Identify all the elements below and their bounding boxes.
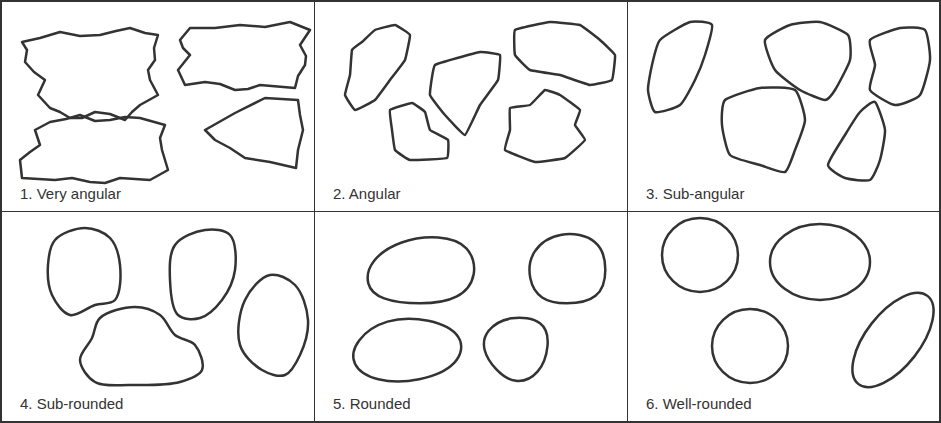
grain-outline (648, 21, 712, 112)
grain-outline (178, 22, 310, 90)
grain-group (20, 21, 930, 385)
grain-outline (712, 309, 788, 383)
grain-outline (205, 98, 303, 168)
panel-caption: 1. Very angular (20, 185, 121, 203)
grain-outline (170, 230, 236, 320)
panel-caption: 5. Rounded (333, 395, 411, 413)
grain-outline (430, 52, 500, 135)
grain-outline (722, 87, 805, 172)
grain-outline (662, 218, 738, 292)
grain-outline (390, 103, 449, 160)
grain-outline (353, 319, 461, 381)
shape-panel: 2. Angular (314, 1, 628, 212)
grain-outline (770, 224, 870, 300)
panel-caption: 6. Well-rounded (646, 395, 752, 413)
panel-caption: 4. Sub-rounded (20, 395, 123, 413)
shape-panel: 5. Rounded (314, 211, 628, 422)
grain-outline (345, 25, 410, 110)
grain-outline (48, 228, 121, 315)
grain-outline (837, 279, 941, 401)
grain-outline (80, 307, 203, 385)
grain-outline (828, 102, 885, 181)
grain-outline (20, 115, 168, 183)
grain-outline (238, 275, 308, 376)
grain-outline (368, 237, 474, 303)
grain-outline (22, 28, 158, 120)
grain-outline (530, 234, 606, 303)
grain-outline (870, 27, 930, 105)
grain-outline (514, 22, 615, 85)
grain-outline (484, 318, 548, 381)
shape-panel: 4. Sub-rounded (1, 211, 315, 422)
panel-caption: 2. Angular (333, 185, 401, 203)
well-rounded-grains (662, 218, 941, 401)
shape-panel: 3. Sub-angular (627, 1, 940, 212)
shape-panel: 6. Well-rounded (627, 211, 940, 422)
panel-caption: 3. Sub-angular (646, 185, 744, 203)
shape-panel: 1. Very angular (1, 1, 315, 212)
grain-outline (505, 90, 585, 162)
